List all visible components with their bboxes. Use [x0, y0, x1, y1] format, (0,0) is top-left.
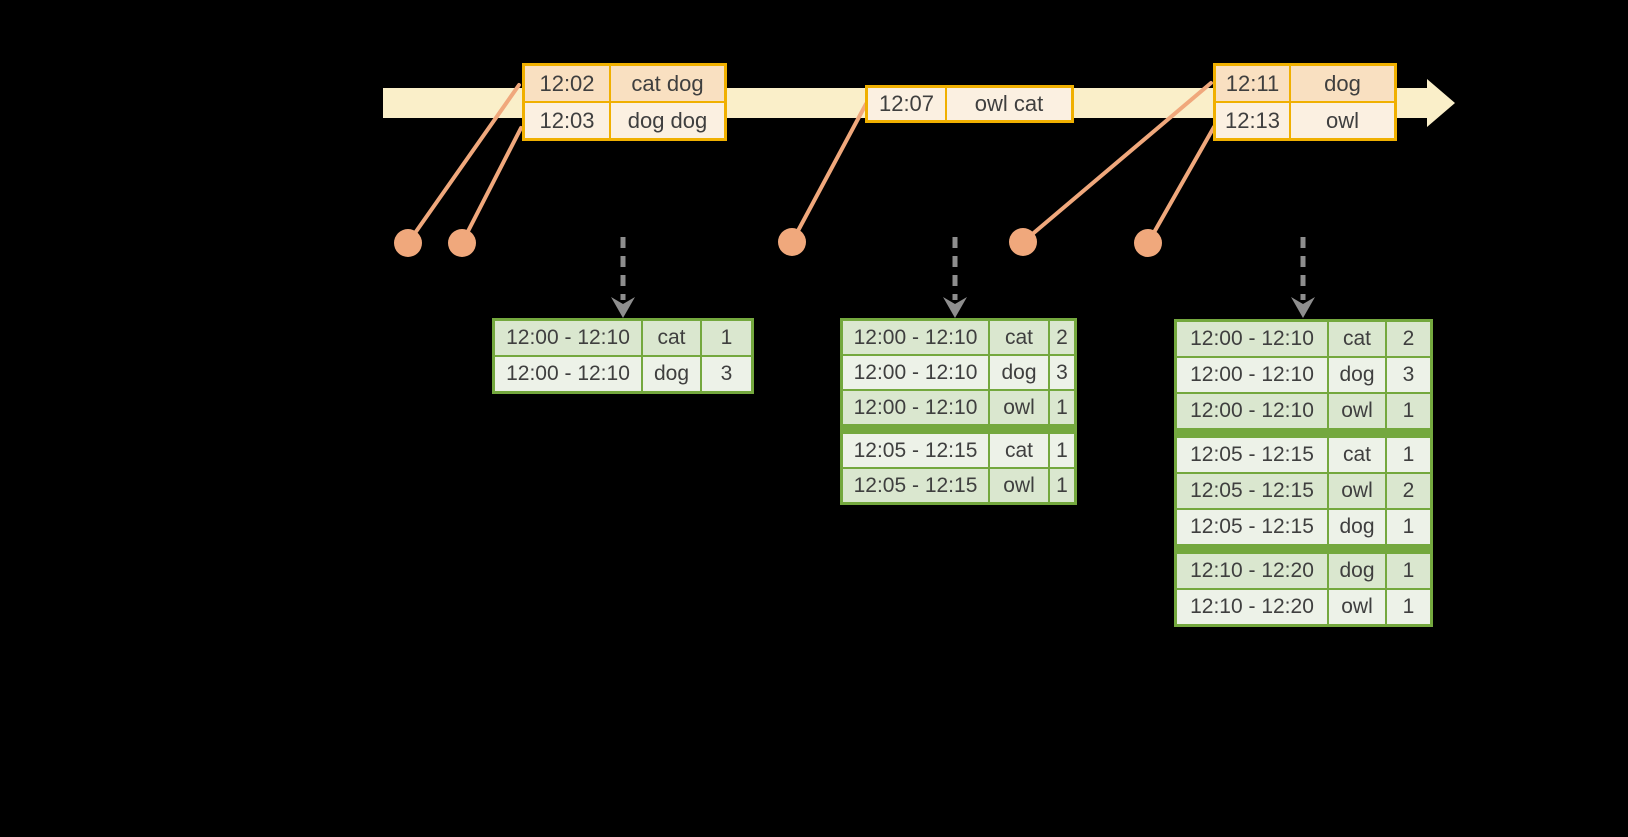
word-cell: dog	[1329, 358, 1385, 392]
word-cell: owl	[990, 391, 1048, 424]
event-words-cell: dog	[1291, 66, 1394, 101]
event-time-cell: 12:13	[1216, 103, 1289, 138]
event-dot-icons	[394, 228, 1162, 257]
event-time-cell: 12:03	[525, 103, 609, 138]
count-cell: 2	[1387, 474, 1430, 508]
result-table-3: 12:00 - 12:10 cat 2 12:00 - 12:10 dog 3 …	[1174, 319, 1433, 627]
window-cell: 12:00 - 12:10	[1177, 322, 1327, 356]
word-cell: cat	[1329, 322, 1385, 356]
result-row: 12:10 - 12:20 dog 1	[1177, 554, 1430, 588]
result-row: 12:05 - 12:15 owl 1	[843, 469, 1074, 502]
event-row: 12:02 cat dog	[525, 66, 724, 101]
window-cell: 12:00 - 12:10	[495, 357, 641, 391]
word-cell: cat	[1329, 438, 1385, 472]
event-row: 12:07 owl cat	[868, 88, 1071, 120]
result-table-2: 12:00 - 12:10 cat 2 12:00 - 12:10 dog 3 …	[840, 318, 1077, 505]
result-row: 12:00 - 12:10 cat 1	[495, 321, 751, 355]
count-cell: 1	[1050, 391, 1074, 424]
window-cell: 12:00 - 12:10	[1177, 394, 1327, 428]
event-table-3: 12:11 dog 12:13 owl	[1213, 63, 1397, 141]
event-words-cell: owl cat	[947, 88, 1071, 120]
count-cell: 3	[1387, 358, 1430, 392]
result-row: 12:10 - 12:20 owl 1	[1177, 590, 1430, 624]
count-cell: 3	[702, 357, 751, 391]
count-cell: 1	[1387, 590, 1430, 624]
trigger-arrowheads	[611, 297, 1315, 318]
word-cell: dog	[1329, 554, 1385, 588]
count-cell: 1	[1387, 554, 1430, 588]
word-cell: dog	[990, 356, 1048, 389]
window-cell: 12:00 - 12:10	[1177, 358, 1327, 392]
event-time-cell: 12:02	[525, 66, 609, 101]
event-table-2: 12:07 owl cat	[865, 85, 1074, 123]
result-row: 12:05 - 12:15 cat 1	[843, 434, 1074, 467]
count-cell: 1	[702, 321, 751, 355]
window-cell: 12:00 - 12:10	[843, 321, 988, 354]
event-time-cell: 12:07	[868, 88, 945, 120]
result-row: 12:05 - 12:15 owl 2	[1177, 474, 1430, 508]
result-row: 12:00 - 12:10 cat 2	[1177, 322, 1430, 356]
event-words-cell: cat dog	[611, 66, 724, 101]
result-row: 12:05 - 12:15 dog 1	[1177, 510, 1430, 544]
event-words-cell: owl	[1291, 103, 1394, 138]
count-cell: 1	[1387, 438, 1430, 472]
event-time-cell: 12:11	[1216, 66, 1289, 101]
word-cell: cat	[643, 321, 700, 355]
word-cell: owl	[990, 469, 1048, 502]
result-row: 12:00 - 12:10 owl 1	[843, 391, 1074, 424]
count-cell: 1	[1050, 434, 1074, 467]
count-cell: 1	[1050, 469, 1074, 502]
word-cell: owl	[1329, 590, 1385, 624]
window-cell: 12:00 - 12:10	[495, 321, 641, 355]
window-cell: 12:10 - 12:20	[1177, 554, 1327, 588]
window-cell: 12:05 - 12:15	[1177, 510, 1327, 544]
window-cell: 12:00 - 12:10	[843, 391, 988, 424]
timeline-arrow-icon	[1427, 79, 1455, 127]
result-row: 12:00 - 12:10 dog 3	[843, 356, 1074, 389]
word-cell: dog	[1329, 510, 1385, 544]
count-cell: 1	[1387, 510, 1430, 544]
event-row: 12:11 dog	[1216, 66, 1394, 101]
window-cell: 12:10 - 12:20	[1177, 590, 1327, 624]
result-table-1: 12:00 - 12:10 cat 1 12:00 - 12:10 dog 3	[492, 318, 754, 394]
word-cell: cat	[990, 434, 1048, 467]
window-cell: 12:05 - 12:15	[843, 434, 988, 467]
result-row: 12:00 - 12:10 dog 3	[1177, 358, 1430, 392]
word-cell: dog	[643, 357, 700, 391]
trigger-arrow-icons	[620, 237, 1306, 300]
count-cell: 1	[1387, 394, 1430, 428]
result-row: 12:05 - 12:15 cat 1	[1177, 438, 1430, 472]
window-cell: 12:00 - 12:10	[843, 356, 988, 389]
word-cell: cat	[990, 321, 1048, 354]
event-row: 12:13 owl	[1216, 103, 1394, 138]
result-row: 12:00 - 12:10 cat 2	[843, 321, 1074, 354]
count-cell: 2	[1050, 321, 1074, 354]
count-cell: 3	[1050, 356, 1074, 389]
word-cell: owl	[1329, 394, 1385, 428]
result-row: 12:00 - 12:10 dog 3	[495, 357, 751, 391]
event-row: 12:03 dog dog	[525, 103, 724, 138]
event-table-1: 12:02 cat dog 12:03 dog dog	[522, 63, 727, 141]
word-cell: owl	[1329, 474, 1385, 508]
window-cell: 12:05 - 12:15	[1177, 474, 1327, 508]
window-cell: 12:05 - 12:15	[843, 469, 988, 502]
result-row: 12:00 - 12:10 owl 1	[1177, 394, 1430, 428]
window-cell: 12:05 - 12:15	[1177, 438, 1327, 472]
event-words-cell: dog dog	[611, 103, 724, 138]
count-cell: 2	[1387, 322, 1430, 356]
